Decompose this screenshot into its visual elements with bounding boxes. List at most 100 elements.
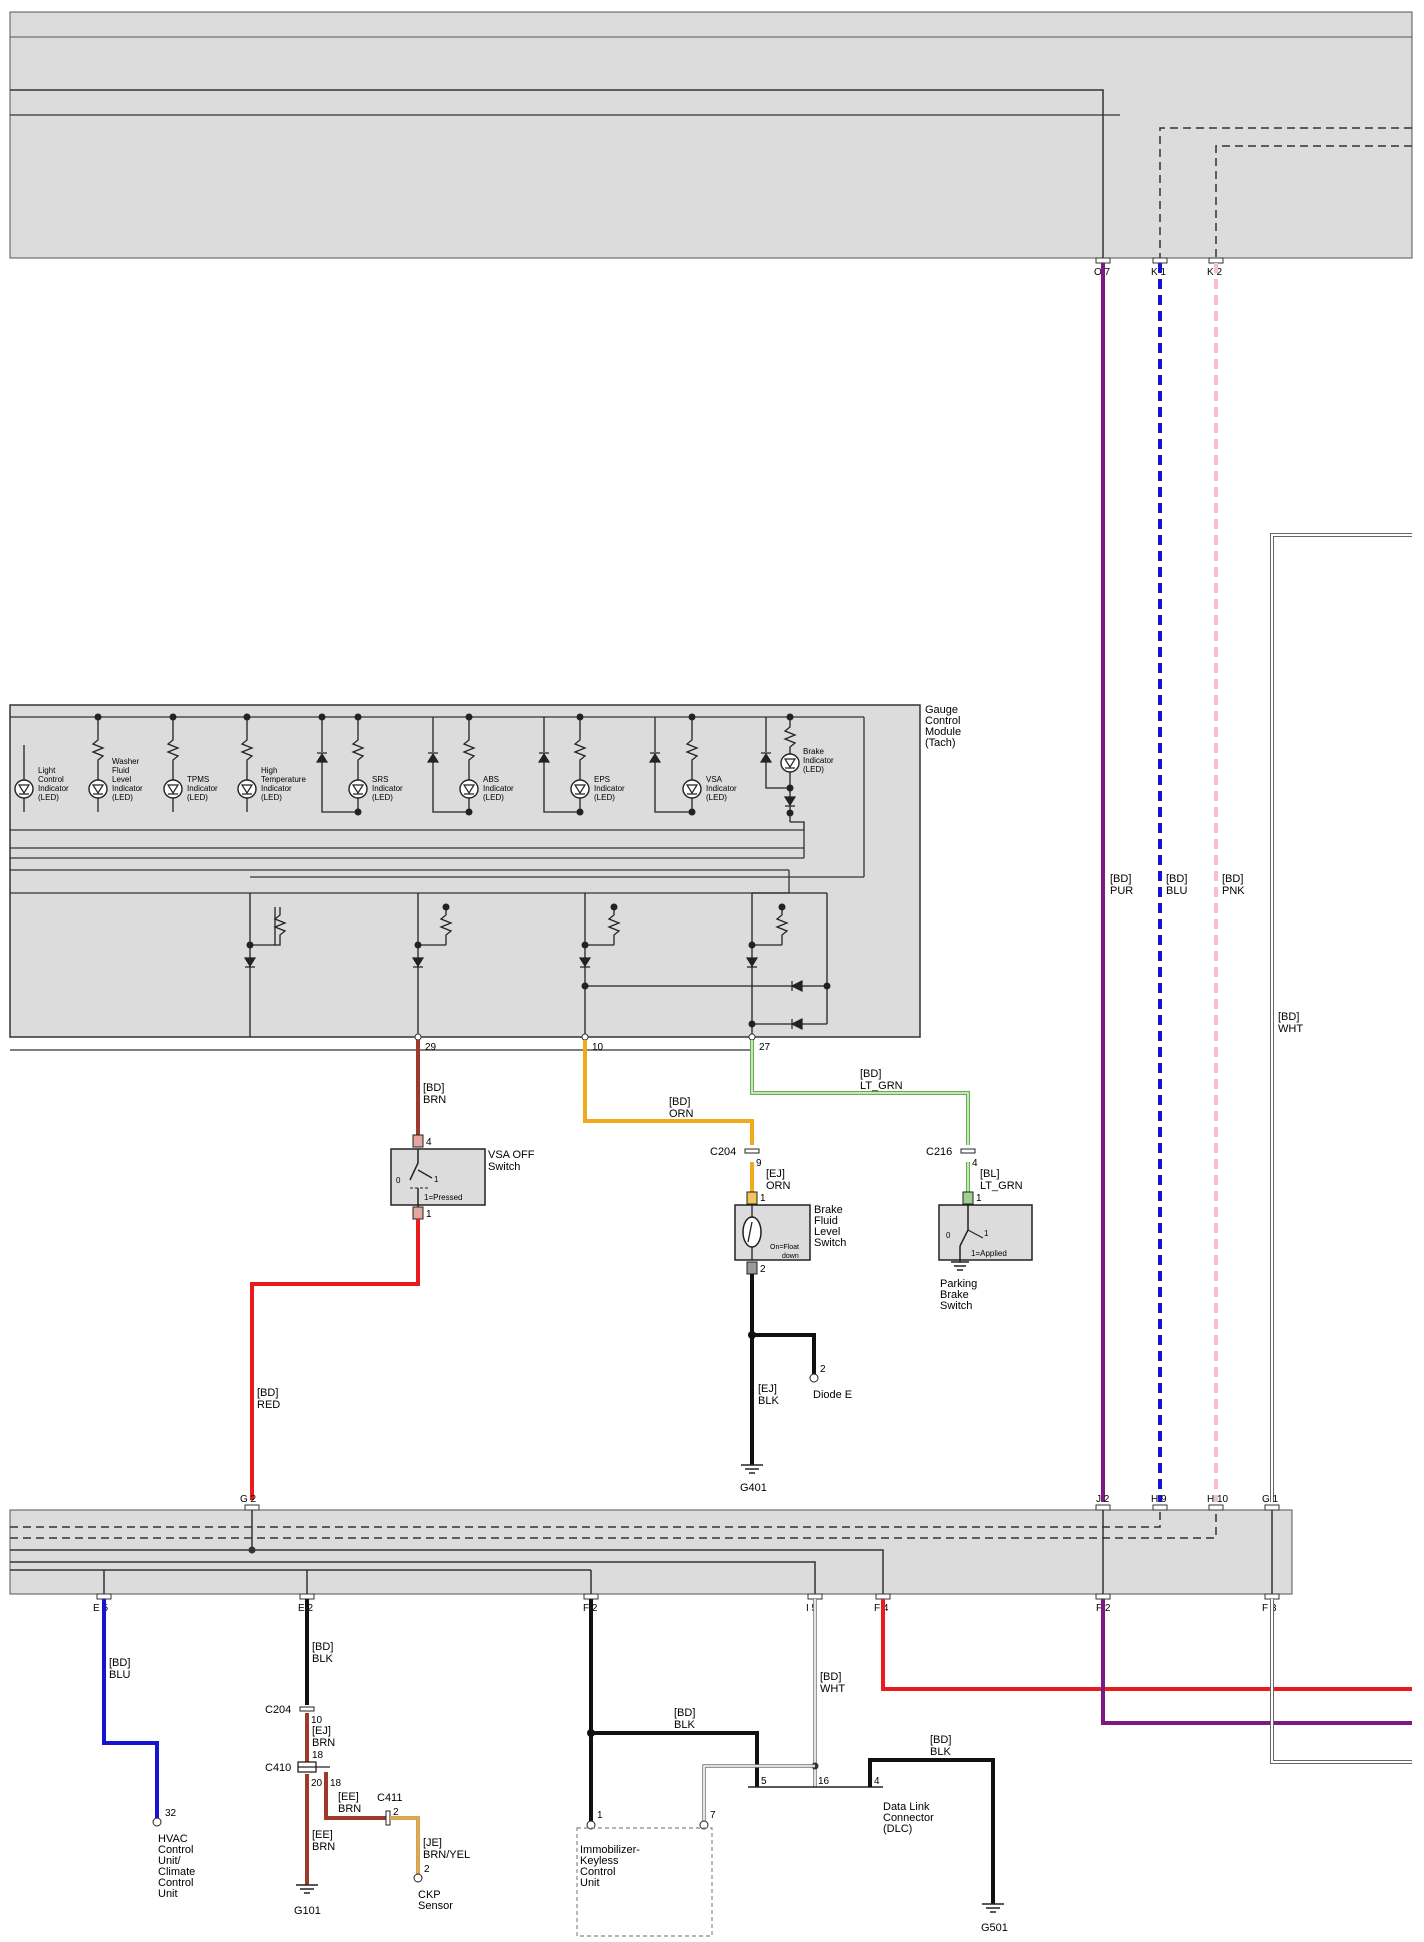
indicator-label: Indicator [112,784,143,793]
pin-diode-2: 2 [820,1364,826,1375]
pin-vsa-4: 4 [426,1137,432,1148]
indicator-label: (LED) [372,793,393,802]
terminal-k1 [1152,257,1168,264]
indicator-label: Washer [112,757,140,766]
label-bd-pur-2: PUR [1110,885,1133,897]
pin-g1: G 1 [1262,1494,1279,1505]
led-icon [570,779,590,799]
led-icon [348,779,368,799]
terminal-diode-e [809,1373,819,1383]
label-ej-orn-2: ORN [766,1180,791,1192]
ground-icon [982,1903,1004,1913]
junction-dot [465,808,473,816]
lower-internal-dashed-1 [10,1510,1161,1528]
pin-i5: I 5 [806,1603,818,1614]
label-bd-blk-e2-2: BLK [312,1653,333,1665]
resistor-icon [240,717,254,780]
pin-c410-20: 20 [311,1778,323,1789]
wire-wht-imm-core [703,1765,815,1821]
parking-pos-1: 1 [984,1229,989,1238]
terminal-e5 [96,1593,112,1600]
pin-g2: G 2 [240,1494,257,1505]
junction-dot [610,903,618,911]
resistor-icon [685,717,699,780]
parking-label-1: Parking [940,1278,977,1290]
indicator-label: Indicator [706,784,737,793]
wire-wht-imm [702,1764,815,1821]
indicator-tpms: TPMS Indicator (LED) [163,713,218,812]
led-icon [14,779,34,799]
label-bd-blk-e2-1: [BD] [312,1641,333,1653]
terminal-f2b [1095,1593,1111,1600]
resistor-icon [775,907,789,945]
indicator-label: Indicator [803,756,834,765]
gauge-module-label-2: Control [925,715,960,727]
brake-led-bus [790,821,805,830]
diode-return [765,762,790,789]
diode-return [654,762,692,813]
brake-fluid-terminal-bottom [746,1261,758,1275]
terminal-hvac [152,1817,162,1827]
terminal-h9 [1152,1504,1168,1511]
label-bd-blu-bottom-2: BLU [109,1669,130,1681]
indicator-vsa: VSA Indicator (LED) [648,713,737,816]
brake-fluid-state-1: On=Float [770,1244,799,1251]
connector-c204: C204 [710,1146,736,1158]
wire-orn [583,1040,754,1145]
immobilizer-label-4: Unit [580,1877,600,1889]
indicator-label: Fluid [112,766,129,775]
lower-internal-solid-2 [10,1561,816,1594]
vsa-switch-pos-0: 0 [396,1176,401,1185]
label-bl-lt-grn-2: LT_GRN [980,1180,1023,1192]
pin-j2: J 2 [1096,1494,1110,1505]
led-triangle [17,784,31,795]
terminal-g2 [244,1504,260,1511]
junction-dot [786,784,794,792]
pin-10: 10 [592,1042,604,1053]
wire-je-brn-yel [390,1816,420,1874]
driver-27a [578,893,827,1037]
wire-blk-dlc [868,1758,995,1904]
wire-lt-grn-core [751,1040,969,1145]
wire-wht-f3-core [1271,1599,1412,1763]
top-module: O 7 K 1 K 2 [9,11,1413,278]
diode-e-label: Diode E [813,1389,852,1401]
pin-vsa-1: 1 [426,1209,432,1220]
pin-h9: H 9 [1151,1494,1167,1505]
hvac-label-2: Control [158,1844,193,1856]
indicator-label: Light [38,766,56,775]
wire-wht-f3 [1270,1599,1412,1764]
connector-c204-icon [744,1148,760,1154]
gauge-module-label-4: (Tach) [925,737,956,749]
led-triangle [783,758,797,769]
junction-dot [576,808,584,816]
indicator-label: Indicator [38,784,69,793]
ground-icon [296,1884,318,1894]
hvac-label-5: Control [158,1877,193,1889]
indicator-label: (LED) [112,793,133,802]
indicator-label: (LED) [38,793,59,802]
indicator-label: SRS [372,775,388,784]
diode-return [321,762,358,813]
wire-red-f4 [881,1599,1412,1691]
label-bd-wht-right-1: [BD] [1278,1011,1299,1023]
led-triangle [685,784,699,795]
label-bd-pnk-2: PNK [1222,885,1245,897]
pin-imm-7: 7 [710,1810,716,1821]
immobilizer-unit: Immobilizer- Keyless Control Unit [576,1827,713,1937]
wire-wht-right-inner [1271,534,1412,1502]
label-bd-red-1: [BD] [257,1387,278,1399]
brake-fluid-state-2: down [782,1253,799,1260]
diode-icon [578,957,592,968]
resistor-icon [607,907,621,945]
label-bd-wht-right-2: WHT [1278,1023,1303,1035]
label-bd-lt-grn-1: [BD] [860,1068,881,1080]
indicator-label: ABS [483,775,499,784]
label-bd-brn-1: [BD] [423,1082,444,1094]
label-bd-blk-dlc-1: [BD] [930,1734,951,1746]
wire-ej-blk-diode [752,1333,816,1374]
label-je-brn-yel-2: BRN/YEL [423,1849,470,1861]
indicator-label: TPMS [187,775,209,784]
label-ej-orn-1: [EJ] [766,1168,785,1180]
indicator-light-control: Light Control Indicator (LED) [14,745,69,812]
